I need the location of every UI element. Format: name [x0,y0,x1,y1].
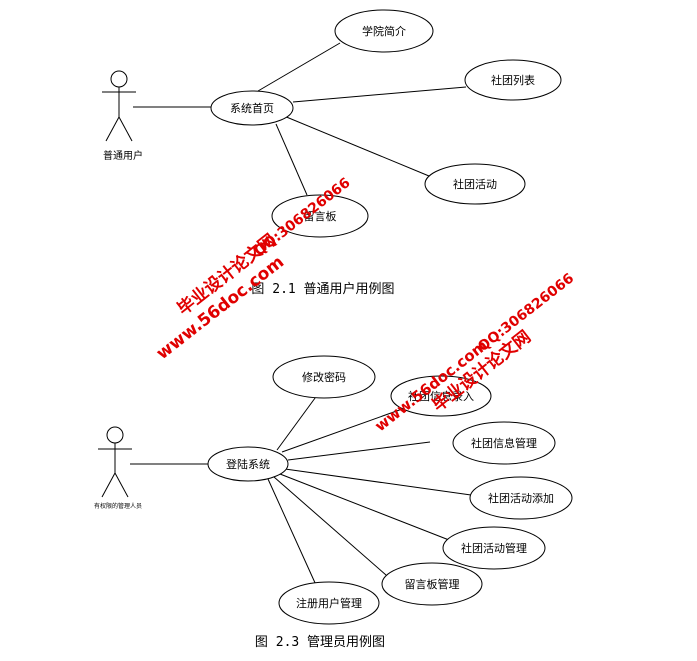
actor-label: 普通用户 [103,149,143,162]
hub-use-case: 登陆系统 [207,446,289,482]
link-line [257,42,341,92]
link-line [279,473,450,541]
svg-text:社团活动添加: 社团活动添加 [488,491,554,505]
svg-text:修改密码: 修改密码 [302,370,346,384]
actor-label: 有权限的管理人员 [94,502,142,510]
diagram-1: 普通用户 系统首页 学院简介 社团列表 社团活动 留言板 图 2.1 普通用户用… [102,9,562,297]
actor-stick-figure [98,426,132,498]
use-case: 社团活动 [424,163,526,205]
link-line [281,407,406,453]
use-case: 留言板 [271,194,369,238]
diagram-2: 有权限的管理人员 登陆系统 修改密码 社团信息录入 社团信息管理 社团活动添加 … [94,355,573,650]
use-case: 留言板管理 [381,562,483,606]
link-line [287,441,431,461]
link-line [292,86,467,103]
use-case: 社团活动添加 [469,476,573,520]
link-line [276,393,319,451]
svg-text:注册用户管理: 注册用户管理 [296,596,362,610]
link-line [283,115,430,177]
svg-text:社团活动: 社团活动 [453,177,497,191]
link-line [284,468,472,496]
svg-text:系统首页: 系统首页 [230,101,274,115]
link-line [275,123,308,196]
use-case: 社团活动管理 [442,526,546,570]
svg-text:登陆系统: 登陆系统 [226,457,270,471]
svg-text:留言板: 留言板 [304,209,337,223]
hub-use-case: 系统首页 [210,90,294,126]
use-case: 社团信息管理 [452,421,556,465]
svg-text:社团列表: 社团列表 [491,73,535,87]
link-line [273,476,387,576]
actor-stick-figure [102,70,136,142]
link-line [267,478,317,586]
use-case: 社团信息录入 [390,375,492,417]
use-case: 社团列表 [464,59,562,101]
svg-text:社团信息管理: 社团信息管理 [471,436,537,450]
use-case: 修改密码 [272,355,376,399]
diagram-caption: 图 2.1 普通用户用例图 [251,281,394,297]
svg-text:社团信息录入: 社团信息录入 [408,389,474,403]
use-case: 注册用户管理 [278,581,380,625]
diagram-caption: 图 2.3 管理员用例图 [255,635,385,650]
svg-text:社团活动管理: 社团活动管理 [461,541,527,555]
svg-text:学院简介: 学院简介 [362,24,406,38]
use-case: 学院简介 [334,9,434,53]
watermark-left: www.56doc.com 毕业设计论文网 QQ:306826066 [153,175,354,364]
svg-text:留言板管理: 留言板管理 [405,577,460,591]
